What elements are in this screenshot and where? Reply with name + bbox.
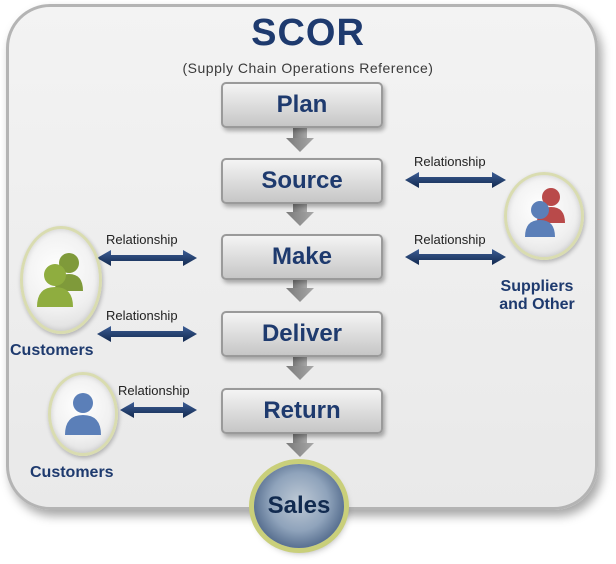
down-arrow-source-make	[286, 202, 314, 226]
customer-actor-single	[48, 372, 118, 456]
relationship-arrow-make-suppliers	[405, 249, 506, 265]
down-arrow-plan-source	[286, 128, 314, 152]
down-arrow-make-deliver	[286, 278, 314, 302]
suppliers-label: Suppliers and Other	[487, 278, 587, 314]
step-plan: Plan	[221, 82, 383, 128]
relationship-arrow-source-suppliers	[405, 172, 506, 188]
step-source: Source	[221, 158, 383, 204]
customers-label-bottom: Customers	[30, 464, 114, 481]
step-make: Make	[221, 234, 383, 280]
diagram-title: SCOR	[251, 12, 365, 54]
down-arrow-deliver-return	[286, 356, 314, 380]
down-arrow-return-sales	[286, 433, 314, 457]
relationship-label-make-suppliers: Relationship	[414, 232, 486, 247]
customers-actor-group	[20, 226, 102, 334]
suppliers-actor	[504, 172, 584, 260]
person-icon-customer	[65, 393, 101, 435]
step-return: Return	[221, 388, 383, 434]
suppliers-label-line2: and Other	[499, 296, 575, 313]
suppliers-label-line1: Suppliers	[500, 278, 574, 295]
people-icon-customers-group	[37, 253, 83, 307]
relationship-arrow-customers-deliver	[97, 326, 197, 342]
step-deliver: Deliver	[221, 311, 383, 357]
customers-label-top: Customers	[10, 342, 94, 359]
relationship-label-customers-make: Relationship	[106, 232, 178, 247]
diagram-subtitle: (Supply Chain Operations Reference)	[182, 60, 434, 76]
relationship-label-customers-deliver: Relationship	[106, 308, 178, 323]
relationship-label-source-suppliers: Relationship	[414, 154, 486, 169]
relationship-arrow-customers-return	[120, 402, 197, 418]
sales-node: Sales	[254, 464, 344, 548]
relationship-label-customers-return: Relationship	[118, 383, 190, 398]
people-icon-suppliers	[525, 188, 565, 237]
relationship-arrow-customers-make	[97, 250, 197, 266]
